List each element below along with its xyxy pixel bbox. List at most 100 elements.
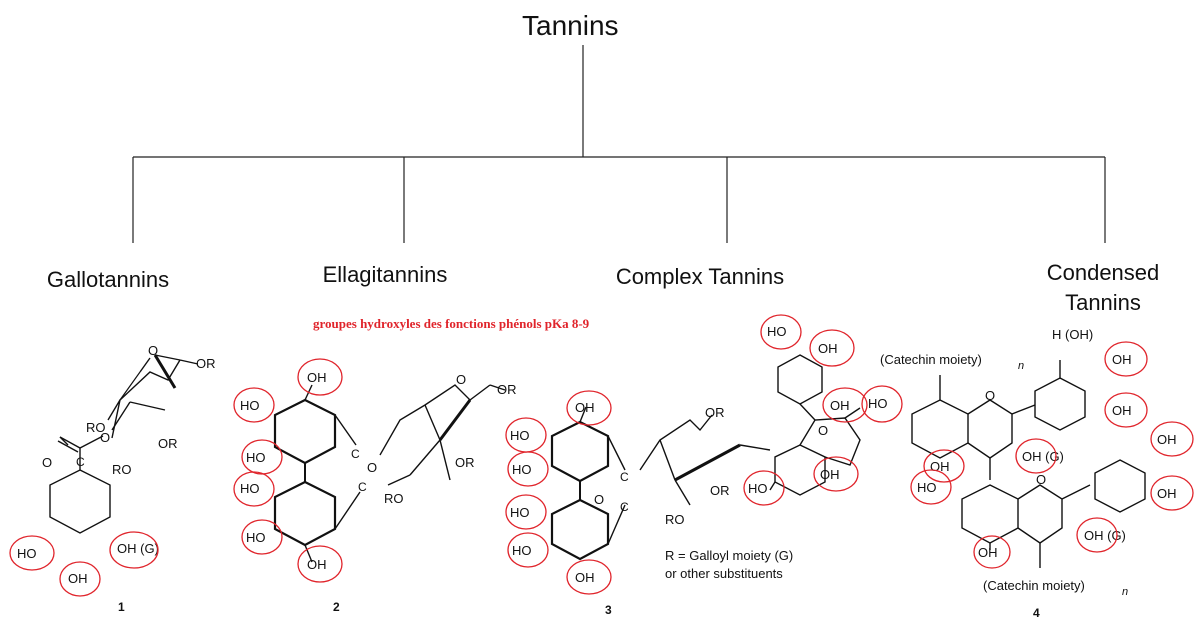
label-2-ho-3: HO: [240, 481, 260, 496]
category-condensed-line1: Condensed: [1046, 260, 1160, 285]
compound-number-1: 1: [118, 600, 125, 614]
label-2-o-carbonyl: O: [367, 460, 378, 475]
label-2-c-1: C: [351, 447, 360, 461]
label-4-ho-mid: HO: [917, 480, 937, 495]
hydroxyl-highlight-circle: [809, 329, 855, 367]
hydroxyl-highlight-circle: [566, 559, 612, 595]
category-ellagitannins: Ellagitannins: [322, 262, 448, 287]
hydroxyl-highlight-circle: [923, 449, 965, 483]
label-1-or-top: OR: [196, 356, 216, 371]
label-1-o-ester: O: [100, 430, 111, 445]
hydroxyl-highlight-circle: [233, 471, 275, 507]
label-4-ho-left: HO: [868, 396, 888, 411]
label-3-ho-2: HO: [512, 462, 532, 477]
label-4-oh-2: OH: [1112, 403, 1132, 418]
hydroxyl-highlight-circle: [1076, 517, 1118, 553]
hydroxyl-highlight-circle: [507, 532, 549, 568]
label-1-o-ring: O: [148, 343, 159, 358]
label-3-ho-1: HO: [510, 428, 530, 443]
hydroxyl-highlight-circle: [910, 469, 952, 505]
hydroxyl-highlight-circle: [1150, 421, 1194, 457]
label-4-h-oh: H (OH): [1052, 327, 1094, 342]
label-3-oh-pyran: OH: [830, 398, 850, 413]
label-1-oh-g: OH (G): [117, 541, 159, 556]
label-1-c: C: [76, 455, 85, 469]
label-2-oh-bottom: OH: [307, 557, 327, 572]
hydroxyl-highlight-circle: [760, 314, 802, 350]
label-3-oh-aryl: OH: [820, 467, 840, 482]
label-4-catechin-top: (Catechin moiety): [880, 352, 982, 367]
label-4-n-bottom: n: [1122, 586, 1129, 598]
hydroxyl-highlight-circle: [233, 387, 275, 423]
label-4-oh-3: OH: [1157, 432, 1177, 447]
hierarchy-tree: [132, 45, 1106, 243]
label-3-ho-catechol-1: HO: [767, 324, 787, 339]
hydroxyl-note: groupes hydroxyles des fonctions phénols…: [313, 316, 590, 331]
compound-number-4: 4: [1033, 606, 1040, 620]
r-definition-line1: R = Galloyl moiety (G): [665, 548, 794, 563]
galloyl-ring: [49, 469, 111, 534]
category-complex-tannins: Complex Tannins: [615, 264, 785, 289]
hydroxyl-highlight-circle: [297, 358, 343, 396]
label-4-oh-g-2: OH (G): [1084, 528, 1126, 543]
label-3-c-1: C: [620, 470, 629, 484]
hydroxyl-highlight-circle: [109, 531, 159, 569]
label-3-ho-4: HO: [512, 543, 532, 558]
hydroxyl-highlight-circle: [566, 390, 612, 426]
label-2-or-mid: OR: [455, 455, 475, 470]
hydroxyl-highlight-circle: [1015, 438, 1057, 474]
hydroxyl-highlight-circle: [973, 535, 1011, 569]
label-4-oh-1: OH: [1112, 352, 1132, 367]
label-3-ho-3: HO: [510, 505, 530, 520]
label-3-or-mid: OR: [710, 483, 730, 498]
label-3-ro: RO: [665, 512, 685, 527]
hydroxyl-highlight-circle: [822, 387, 868, 423]
hydroxyl-highlight-circle: [59, 561, 101, 597]
compound-number-2: 2: [333, 600, 340, 614]
label-2-o-ring: O: [456, 372, 467, 387]
hydroxyl-highlight-circle: [505, 417, 547, 453]
label-4-n-top: n: [1018, 360, 1025, 372]
hydroxyl-highlight-circle: [297, 545, 343, 583]
hydroxyl-highlight-circle: [1104, 392, 1148, 428]
hydroxyl-highlight-circle: [743, 470, 785, 506]
label-1-ro-left: RO: [86, 420, 106, 435]
label-3-oh-catechol-2: OH: [818, 341, 838, 356]
label-2-c-2: C: [358, 480, 367, 494]
hydroxyl-highlight-circle: [1104, 341, 1148, 377]
label-3-o-pyran: O: [818, 423, 829, 438]
label-2-or-top: OR: [497, 382, 517, 397]
label-4-o-ring-2: O: [1036, 472, 1047, 487]
category-condensed-line2: Tannins: [1065, 290, 1141, 315]
label-2-oh-top: OH: [307, 370, 327, 385]
label-2-ho-4: HO: [246, 530, 266, 545]
label-4-o-ring-1: O: [985, 388, 996, 403]
r-definition-line2: or other substituents: [665, 566, 783, 581]
label-3-oh-bottom: OH: [575, 570, 595, 585]
hydroxyl-highlight-circle: [241, 439, 283, 475]
hydroxyl-highlight-circle: [1150, 475, 1194, 511]
label-1-o-carbonyl: O: [42, 455, 53, 470]
label-3-oh-top: OH: [575, 400, 595, 415]
label-2-ho-1: HO: [240, 398, 260, 413]
category-gallotannins: Gallotannins: [46, 267, 170, 292]
label-1-oh-bottom: OH: [68, 571, 88, 586]
hydroxyl-highlight-circle: [861, 385, 903, 423]
hydroxyl-highlight-circle: [507, 451, 549, 487]
label-3-c-2: C: [620, 500, 629, 514]
compound-number-3: 3: [605, 603, 612, 617]
label-4-catechin-bottom: (Catechin moiety): [983, 578, 1085, 593]
hydroxyl-highlight-circle: [9, 535, 55, 571]
label-4-oh-bottom: OH: [978, 545, 998, 560]
label-3-ho-aryl: HO: [748, 481, 768, 496]
label-4-oh-4: OH: [1157, 486, 1177, 501]
label-1-or-mid: OR: [158, 436, 178, 451]
hydroxyl-highlight-circle: [241, 519, 283, 555]
label-2-ho-2: HO: [246, 450, 266, 465]
